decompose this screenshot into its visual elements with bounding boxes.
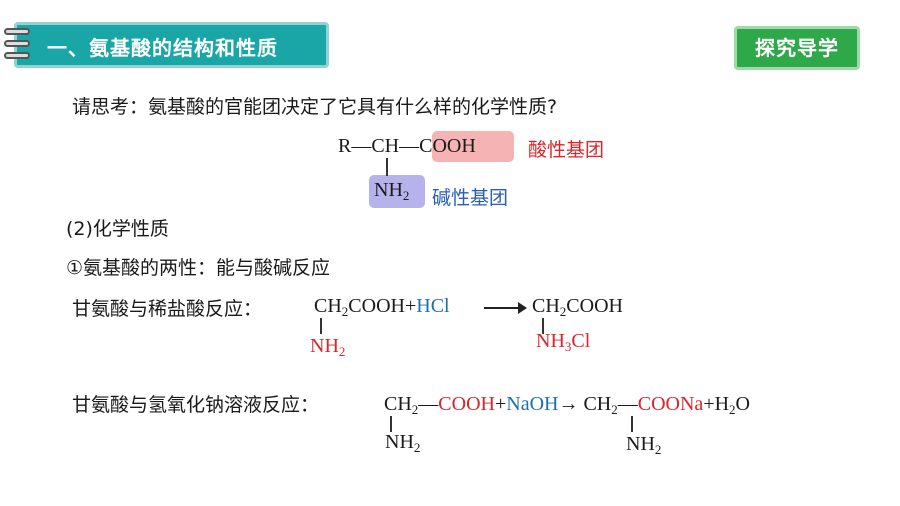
amphoteric-point: ①氨基酸的两性：能与酸碱反应 [66,257,331,279]
binder-rings-icon [4,28,30,62]
bond-line [542,318,544,334]
carboxyl-group: COOH [419,135,476,157]
amino-group: NH2 [374,179,410,203]
reaction1-reactant: CH2COOH+HCl [314,295,450,319]
acid-group-highlight [432,131,514,162]
reaction1-label: 甘氨酸与稀盐酸反应： [72,298,263,320]
structure-formula: R—CH—COOH [338,135,476,158]
base-group-label: 碱性基团 [432,187,509,209]
base-group-highlight [369,175,425,208]
section-heading: (2)化学性质 [66,218,169,240]
arrow-head-icon [518,302,527,314]
ring-icon [4,28,30,35]
r-group: R [338,135,352,157]
reaction-arrow: → [558,393,579,415]
hcl: HCl [416,295,450,317]
reaction1-amino: NH2 [310,335,346,359]
ch-group: CH [371,135,400,157]
section-title: 一、氨基酸的结构和性质 [47,36,278,60]
bond-line [320,318,322,334]
reaction2-equation: CH2—COOH+NaOH→ CH2—COONa+H2O [384,393,750,417]
reaction2-label: 甘氨酸与氢氧化钠溶液反应： [72,394,320,416]
bond-line [390,416,392,432]
bond: — [351,135,372,157]
reaction1-product: CH2COOH [532,295,623,319]
reaction2-product-amino: NH2 [626,433,662,457]
reaction-arrow-icon [484,307,522,309]
question-prompt: 请思考：氨基酸的官能团决定了它具有什么样的化学性质? [72,96,558,118]
bond: — [399,135,420,157]
reaction2-amino: NH2 [385,431,421,455]
inquiry-badge: 探究导学 [734,26,860,70]
acid-group-label: 酸性基团 [528,139,605,161]
bond-line [631,416,633,432]
bond-line [386,158,388,176]
ring-icon [4,40,30,47]
section-title-bar: 一、氨基酸的结构和性质 [14,22,329,68]
ring-icon [4,52,30,59]
reaction1-ammonium: NH3Cl [536,330,591,354]
